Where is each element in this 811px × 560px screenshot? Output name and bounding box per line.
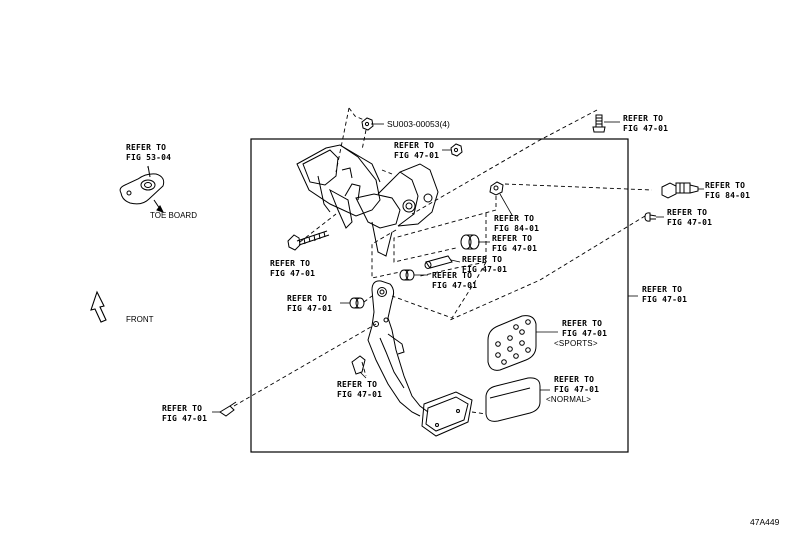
top-stud-nut [361,117,374,131]
callout-top-right-bolt: REFER TO FIG 47-01 [623,114,668,134]
pedal-sleeve [424,255,453,269]
refer-to-text: REFER TO [492,234,533,243]
callout-bushing-lower: REFER TO FIG 47-01 [432,271,477,291]
refer-to-text: REFER TO [462,255,503,264]
bracket-bolt-left [287,230,330,251]
refer-to-text: REFER TO [126,143,167,152]
callout-retaining-pin: REFER TO FIG 47-01 [667,208,712,228]
diagram-code: 47A449 [750,517,780,527]
callout-top-nut: REFER TO FIG 47-01 [394,141,439,161]
fig-ref-text: FIG 47-01 [462,265,508,274]
fig-ref-text: FIG 47-01 [554,385,600,394]
stop-lamp-switch [661,182,699,199]
refer-to-text: REFER TO [287,294,328,303]
callout-bottom-pin: REFER TO FIG 47-01 [162,404,207,424]
sports-pedal-pad [487,315,537,371]
fig-ref-text: FIG 47-01 [394,151,440,160]
refer-to-text: REFER TO [554,375,595,384]
refer-to-text: REFER TO [162,404,203,413]
refer-to-text: REFER TO [394,141,435,150]
callout-sleeve: REFER TO FIG 47-01 [462,255,507,275]
refer-to-text: REFER TO [270,259,311,268]
refer-to-text: REFER TO [494,214,535,223]
front-label: FRONT [126,315,154,324]
fig-ref-text: FIG 47-01 [270,269,316,278]
variant-text: <SPORTS> [554,339,598,348]
fig-ref-text: FIG 84-01 [494,224,540,233]
callout-left-bolt: REFER TO FIG 47-01 [270,259,315,279]
fig-ref-text: FIG 47-01 [337,390,383,399]
assembly-frame [250,138,629,453]
fig-ref-text: FIG 47-01 [162,414,208,423]
pedal-stopper [351,355,366,375]
bracket-nut [450,143,463,157]
callout-normal-pad: REFER TO FIG 47-01 <NORMAL> [546,375,600,405]
dashed-guide-lines [233,107,653,415]
callout-left-bushing: REFER TO FIG 47-01 [287,294,332,314]
bushing-left [349,297,365,309]
fig-ref-text: FIG 47-01 [562,329,608,338]
refer-to-text: REFER TO [642,285,683,294]
fig-ref-text: FIG 47-01 [287,304,333,313]
fig-ref-text: FIG 47-01 [642,295,688,304]
callout-sports-pad: REFER TO FIG 47-01 <SPORTS> [554,319,608,349]
fig-ref-text: FIG 47-01 [432,281,478,290]
fig-ref-text: FIG 84-01 [705,191,751,200]
callout-switch-pad: REFER TO FIG 84-01 [494,214,539,234]
callout-fig-53-04: REFER TO FIG 53-04 [126,143,171,163]
refer-to-text: REFER TO [337,380,378,389]
part-code-su003: SU003-00053(4) [387,119,450,129]
variant-text: <NORMAL> [546,395,592,404]
fig-ref-text: FIG 47-01 [492,244,538,253]
switch-stopper-pad [489,181,504,196]
refer-to-text: REFER TO [705,181,746,190]
pedal-clevis-pin [219,401,237,417]
callout-leaders [147,121,704,413]
bushing-lower [399,269,415,281]
callout-stop-lamp-switch: REFER TO FIG 84-01 [705,181,750,201]
fig-ref-text: FIG 53-04 [126,153,172,162]
callout-bushing-upper: REFER TO FIG 47-01 [492,234,537,254]
retaining-pin [644,212,657,222]
refer-to-text: REFER TO [432,271,473,280]
refer-to-text: REFER TO [562,319,603,328]
normal-pedal-pad [485,377,541,422]
bracket-bolt-top-right [592,114,606,133]
brake-pedal-arm [367,280,473,437]
front-arrow-icon [90,290,107,323]
callout-stopper: REFER TO FIG 47-01 [337,380,382,400]
fig-ref-text: FIG 47-01 [667,218,713,227]
toe-board-gasket [119,165,165,213]
bushing-upper [460,234,480,250]
pedal-support-bracket [296,144,439,257]
toe-board-label: TOE BOARD [150,211,197,220]
callout-frame-right: REFER TO FIG 47-01 [642,285,687,305]
refer-to-text: REFER TO [623,114,664,123]
refer-to-text: REFER TO [667,208,708,217]
fig-ref-text: FIG 47-01 [623,124,669,133]
